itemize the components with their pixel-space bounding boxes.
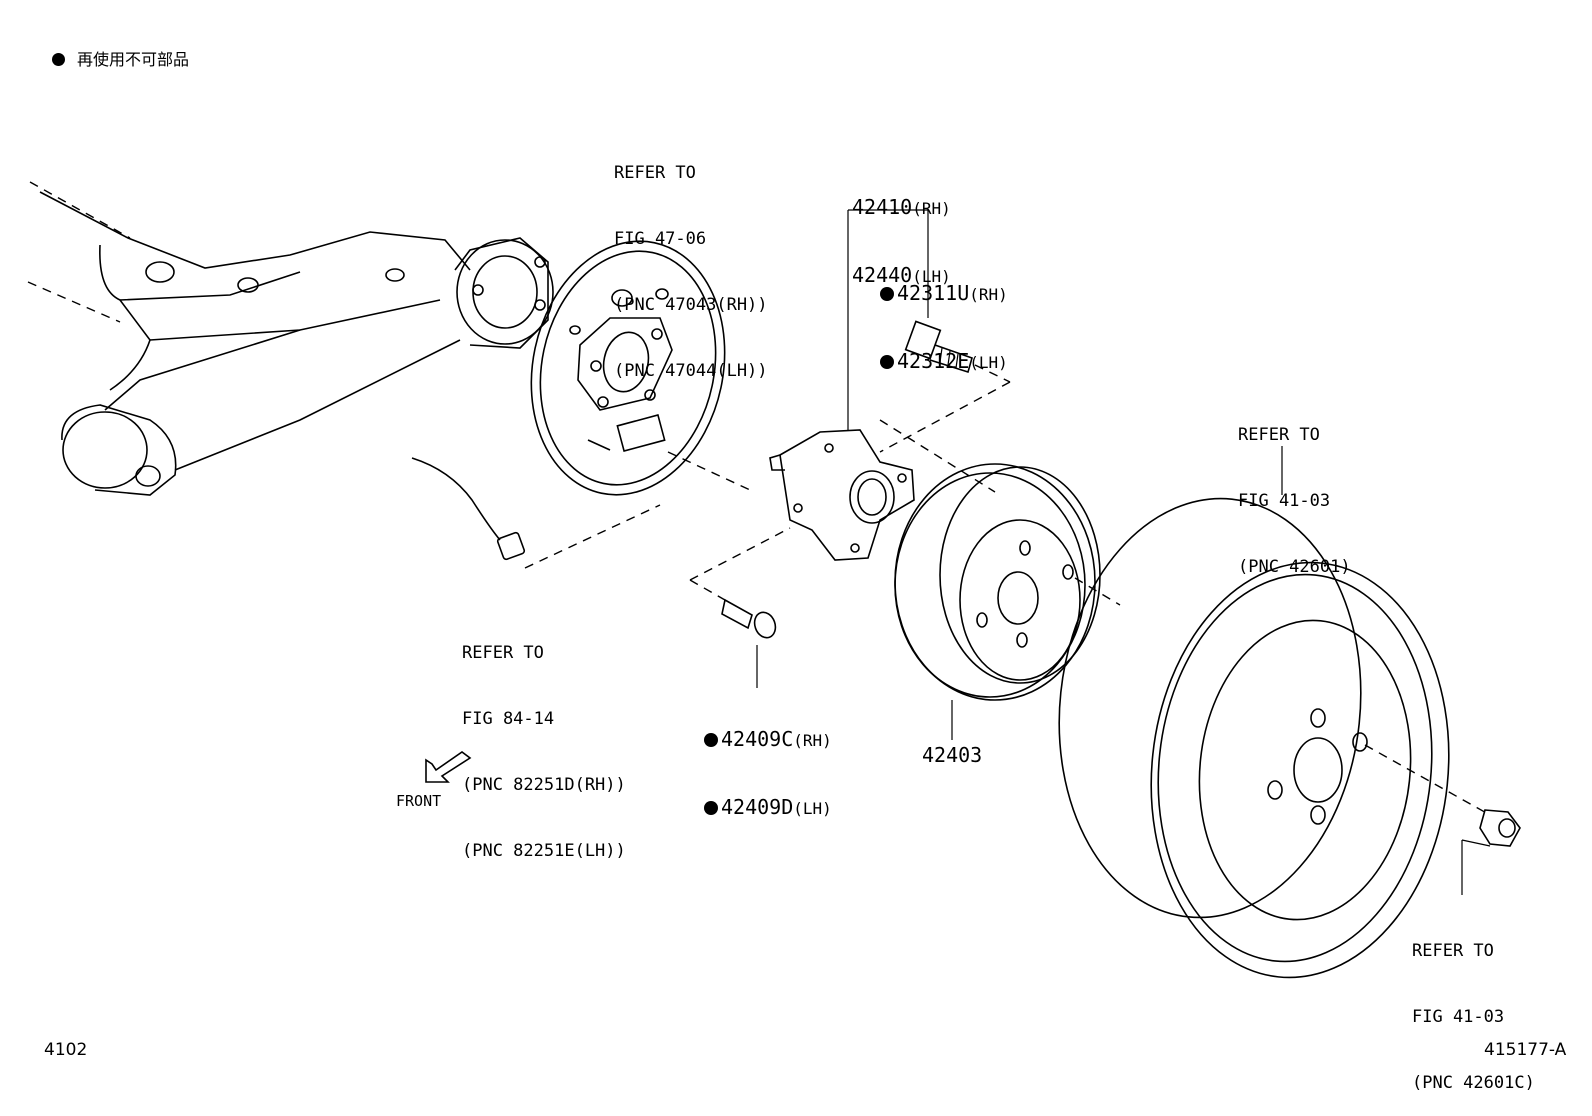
nut-reference: REFER TO FIG 41-03 (PNC 42601C) [1412,896,1535,1116]
side-label: (LH) [969,353,1008,372]
sensor-reference: REFER TO FIG 84-14 (PNC 82251D(RH)) (PNC… [462,598,626,884]
legend-text: 再使用不可部品 [77,50,190,69]
ref-line: (PNC 42601C) [1412,1073,1535,1093]
side-label: (RH) [969,285,1008,304]
ref-line: FIG 41-03 [1238,491,1331,511]
drum-part-number: 42403 [922,743,983,767]
ref-line: (PNC 42601) [1238,557,1351,577]
non-reusable-dot-icon [880,287,894,301]
wheel-rim [1058,446,1491,979]
part-number: 42440 [852,263,913,287]
figure-code-left: 4102 [44,1040,88,1060]
non-reusable-dot-icon [52,53,65,66]
ref-line: FIG 84-14 [462,709,555,729]
part-number: 42312E [897,349,970,373]
front-arrow [425,751,472,783]
part-number: 42409C [721,727,794,751]
wheel-nut [1461,809,1521,895]
rear-axle-beam [27,181,554,496]
non-reusable-dot-icon [704,733,718,747]
ref-line: (PNC 82251E(LH)) [462,841,626,861]
legend: 再使用不可部品 [52,46,189,70]
backing-plate-reference: REFER TO FIG 47-06 (PNC 47043(RH)) (PNC … [614,118,768,404]
non-reusable-dot-icon [880,355,894,369]
backing-plate-bolt [667,451,791,688]
side-label: (RH) [793,731,832,750]
bolt-part-numbers: 42409C(RH) 42409D(LH) [704,684,832,842]
ref-line: FIG 41-03 [1412,1007,1505,1027]
front-label: FRONT [396,792,442,810]
side-label: (LH) [912,267,951,286]
hub-stud [879,320,1011,453]
brake-backing-plate [530,240,726,496]
ref-line: REFER TO [1238,425,1320,445]
wheel-reference: REFER TO FIG 41-03 (PNC 42601) [1238,380,1351,600]
ref-line: (PNC 47043(RH)) [614,295,768,315]
side-label: (LH) [793,799,832,818]
part-number: 42311U [897,281,970,305]
ref-line: REFER TO [1412,941,1494,961]
ref-line: REFER TO [462,643,544,663]
ref-line: (PNC 82251D(RH)) [462,775,626,795]
stud-part-numbers: 42311U(RH) 42312E(LH) [880,238,1008,396]
ref-line: REFER TO [614,163,696,183]
hub-part-numbers: 42410(RH) 42440(LH) [852,152,951,310]
hub-bearing [769,209,929,561]
part-number: 42410 [852,195,913,219]
brake-drum [879,419,1121,740]
ref-line: FIG 47-06 [614,229,707,249]
non-reusable-dot-icon [704,801,718,815]
side-label: (RH) [912,199,951,218]
abs-sensor [411,457,661,569]
ref-line: (PNC 47044(LH)) [614,361,768,381]
figure-code-right: 415177-A [1484,1040,1567,1060]
part-number: 42409D [721,795,794,819]
